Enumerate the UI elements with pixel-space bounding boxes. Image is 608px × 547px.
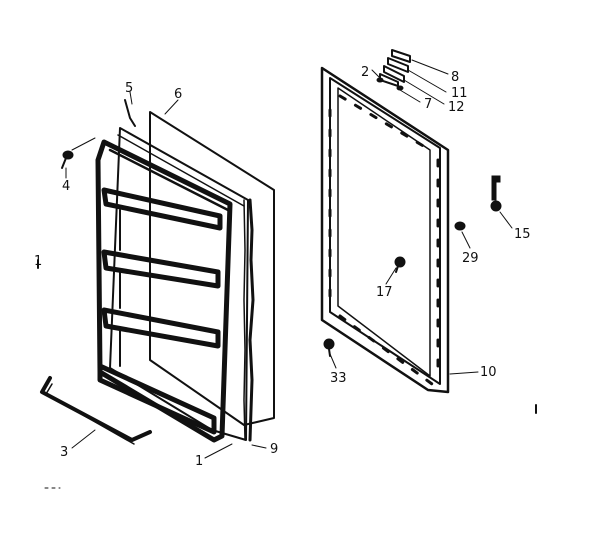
screw-icon [61,150,74,169]
hinge-bracket-stack [376,49,411,91]
callout-5: 5 [125,81,133,96]
cap-icon [323,338,335,357]
callout-3: 3 [60,445,68,460]
callout-6: 6 [174,87,182,102]
callout-4: 4 [62,179,70,194]
trim-strip [124,99,136,127]
inner-door-frame [95,139,233,443]
handle-bracket [490,175,502,212]
callout-10: 10 [480,365,497,380]
outer-door-frame [320,66,450,394]
screw-29-icon [454,221,466,231]
callout-12: 12 [448,100,465,115]
callout-9: 9 [270,442,278,457]
gasket-strip [243,198,255,442]
callout-17: 17 [376,285,393,300]
callout-11: 11 [451,86,468,101]
callout-1-left: 1 [195,454,203,469]
door-handle [40,376,152,445]
callout-1-right: 1 [34,254,42,269]
leader-lines-left [65,91,267,459]
callout-8: 8 [451,70,459,85]
callout-2: 2 [361,65,369,80]
callout-33: 33 [330,371,347,386]
plug-icon [394,256,406,273]
callout-29: 29 [462,251,479,266]
callout-15: 15 [514,227,531,242]
callout-7: 7 [424,97,432,112]
leader-lines-right [329,59,513,375]
